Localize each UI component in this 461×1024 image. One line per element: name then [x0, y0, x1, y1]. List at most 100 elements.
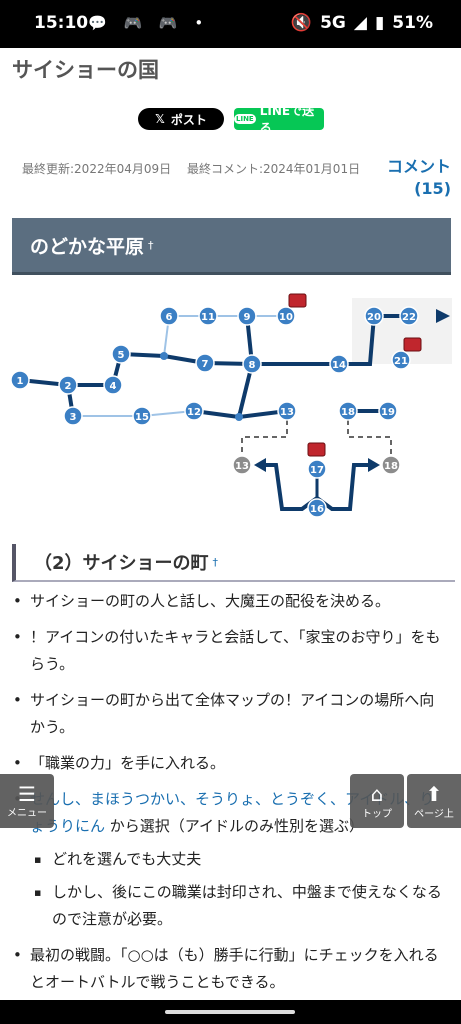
- map-node-2: 2: [58, 375, 78, 395]
- page-title: サイショーの国: [12, 58, 159, 82]
- map-node-label: 17: [310, 465, 324, 476]
- status-time: 15:10: [34, 13, 89, 33]
- section-heading-town: （2）サイショーの町 †: [12, 544, 455, 582]
- map-node-label: 18: [341, 407, 355, 418]
- map-node-label: 22: [402, 312, 416, 323]
- list-item: 最初の戦闘。「○○は（も）勝手に行動」にチェックを入れるとオートバトルで戦うこと…: [0, 942, 461, 996]
- map-node-label: 15: [135, 412, 149, 423]
- map-node-12: 12: [184, 401, 204, 421]
- status-bar: 15:10 💬 🎮 🎮 • 🔇 5G ◢ ▮ 51%: [0, 0, 461, 48]
- page-content[interactable]: サイショーの国 𝕏 ポスト LINE LINEで送る 最終更新:2022年04月…: [0, 48, 461, 1000]
- map-node-5: 5: [111, 344, 131, 364]
- map-node-label: 4: [110, 381, 117, 392]
- sub-list-item: どれを選んでも大丈夫: [30, 846, 449, 873]
- map-node-20: 20: [364, 306, 384, 326]
- sub-list: どれを選んでも大丈夫 しかし、後にこの職業は封印され、中盤まで使えなくなるので注…: [30, 846, 449, 933]
- page-up-button[interactable]: ⬆ ページ上: [407, 774, 461, 828]
- hamburger-icon: ☰: [18, 781, 36, 806]
- notification-icons: 💬 🎮 🎮 •: [88, 14, 210, 32]
- map-node-label: 3: [70, 412, 77, 423]
- map-node-6: 6: [159, 306, 179, 326]
- job-note: から選択（アイドルのみ性別を選ぶ）: [105, 817, 365, 835]
- map-node-4: 4: [103, 375, 123, 395]
- map-node-label: 11: [201, 312, 215, 323]
- home-icon: ⌂: [370, 781, 384, 806]
- map-node-label: 19: [381, 407, 395, 418]
- map-edge: [315, 463, 372, 511]
- treasure-chest-icon: [288, 293, 307, 308]
- treasure-chest-icon: [403, 337, 422, 352]
- x-logo-icon: 𝕏: [155, 112, 165, 126]
- line-logo-icon: LINE: [234, 114, 256, 124]
- share-buttons: 𝕏 ポスト LINE LINEで送る: [138, 104, 324, 135]
- step-list: サイショーの町の人と話し、大魔王の配役を決める。 ！アイコンの付いたキャラと会話…: [0, 588, 461, 1000]
- top-label: トップ: [362, 808, 392, 820]
- map-node-label: 10: [279, 312, 293, 323]
- map-node-7: 7: [195, 353, 215, 373]
- map-node-13: 13: [277, 401, 297, 421]
- arrow-up-icon: ⬆: [425, 781, 443, 806]
- map-node-label: 5: [118, 350, 125, 361]
- mute-icon: 🔇: [290, 13, 313, 33]
- map-edge: [347, 420, 392, 455]
- map-edge: [339, 315, 376, 366]
- section-heading-plain: のどかな平原 †: [12, 218, 451, 275]
- map-node-14: 14: [329, 354, 349, 374]
- line-send-button[interactable]: LINE LINEで送る: [234, 104, 324, 135]
- comment-count: (15): [414, 179, 451, 198]
- map-node-15: 15: [132, 406, 152, 426]
- map-node-13: 13: [232, 455, 252, 475]
- map-node-label: 9: [244, 312, 251, 323]
- menu-button[interactable]: ☰ メニュー: [0, 774, 54, 828]
- map-node-label: 16: [310, 504, 324, 515]
- signal-icon: ◢: [353, 13, 367, 33]
- map-node-label: 13: [235, 461, 249, 472]
- x-post-label: ポスト: [170, 112, 207, 127]
- menu-label: メニュー: [7, 807, 47, 819]
- map-node-label: 7: [202, 359, 209, 370]
- map-node-label: 6: [166, 312, 173, 323]
- comment-link[interactable]: コメント (15): [387, 156, 451, 200]
- last-updated: 最終更新:2022年04月09日: [22, 162, 172, 176]
- section-title: （2）サイショーの町: [34, 553, 209, 574]
- map-edge: [241, 420, 288, 455]
- arrow-left-icon: [254, 458, 266, 472]
- arrow-right-icon: [368, 458, 380, 472]
- top-button[interactable]: ⌂ トップ: [350, 774, 404, 828]
- comment-label: コメント: [386, 157, 451, 176]
- x-post-button[interactable]: 𝕏 ポスト: [138, 108, 224, 130]
- map-node-label: 20: [367, 312, 381, 323]
- list-item: せんし、まほうつかい、そうりょ、とうぞく、アイドル、りょうりにん から選択（アイ…: [0, 786, 461, 933]
- map-node-17: 17: [307, 459, 327, 479]
- map-node-18: 18: [381, 455, 401, 475]
- last-comment: 最終コメント:2024年01月01日: [186, 162, 361, 176]
- map-node-label: 8: [249, 360, 256, 371]
- arrow-right-icon: [436, 309, 450, 323]
- list-item: サイショーの町から出て全体マップの！アイコンの場所へ向かう。: [0, 687, 461, 741]
- list-item: 「職業の力」を手に入れる。: [0, 750, 461, 777]
- map-node-11: 11: [198, 306, 218, 326]
- map-node-label: 18: [384, 461, 398, 472]
- navigation-bar: [0, 1000, 461, 1024]
- map-node-19: 19: [378, 401, 398, 421]
- map-node-1: 1: [10, 370, 30, 390]
- map-node-16: 16: [307, 498, 327, 518]
- map-edge: [262, 463, 319, 511]
- map-node-label: 21: [394, 356, 408, 367]
- anchor-link[interactable]: †: [212, 555, 219, 569]
- map-node-label: 12: [187, 407, 201, 418]
- map-node-22: 22: [399, 306, 419, 326]
- battery-icon: ▮: [374, 13, 385, 33]
- map-junction: [160, 352, 168, 360]
- anchor-link[interactable]: †: [148, 238, 154, 252]
- map-node-10: 10: [276, 306, 296, 326]
- sub-list-item: しかし、後にこの職業は封印され、中盤まで使えなくなるので注意が必要。: [30, 879, 449, 933]
- map-node-18: 18: [338, 401, 358, 421]
- section-title: のどかな平原: [30, 235, 145, 258]
- treasure-chest-icon: [307, 442, 326, 457]
- home-handle[interactable]: [165, 1010, 295, 1014]
- line-send-label: LINEで送る: [259, 104, 315, 135]
- list-item: ！アイコンの付いたキャラと会話して、「家宝のお守り」をもらう。: [0, 624, 461, 678]
- map-node-21: 21: [391, 350, 411, 370]
